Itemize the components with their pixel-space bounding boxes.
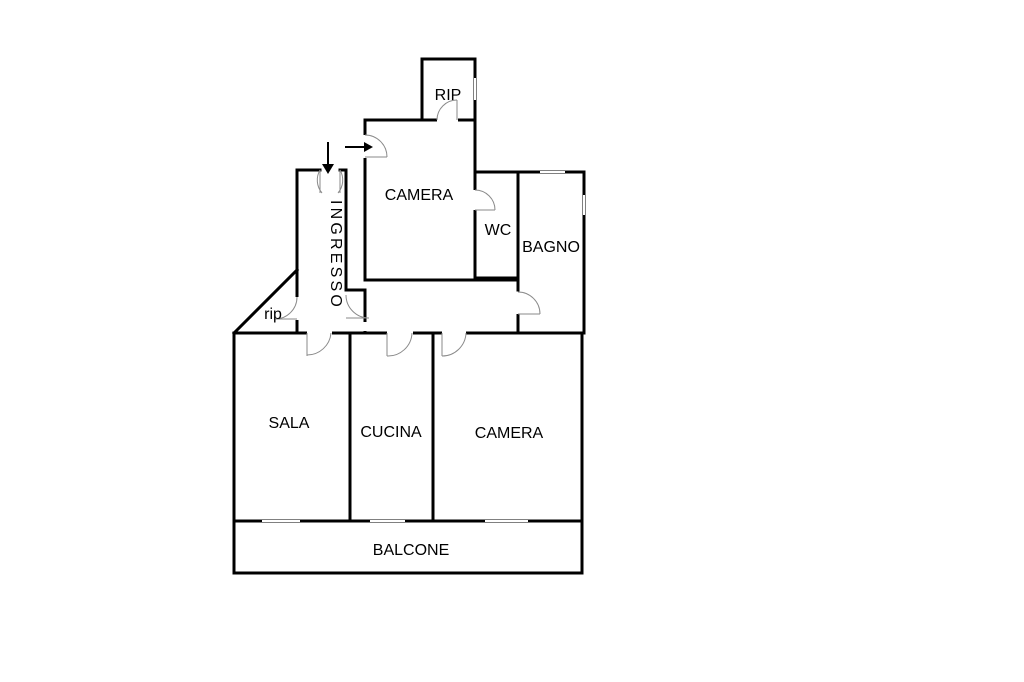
- label-ingresso: INGRESSO: [327, 200, 344, 310]
- room-labels: RIP CAMERA WC BAGNO rip SALA CUCINA CAME…: [264, 87, 580, 559]
- label-balcone: BALCONE: [373, 542, 449, 559]
- wall-ingresso-left: [295, 168, 322, 335]
- entry-arrows: [322, 142, 373, 174]
- door-cucina-icon: [386, 332, 413, 357]
- door-ingresso-icon: [316, 169, 323, 194]
- wall-rip-diagonal: [231, 267, 300, 336]
- label-sala: SALA: [269, 415, 310, 432]
- label-camera-top: CAMERA: [385, 187, 454, 204]
- label-rip-small: rip: [264, 306, 282, 323]
- wall-ingresso-right: [338, 168, 367, 292]
- label-rip-top: RIP: [435, 87, 462, 104]
- windows: [262, 78, 585, 522]
- label-camera-bottom: CAMERA: [475, 425, 544, 442]
- label-bagno: BAGNO: [522, 239, 580, 256]
- door-wc-icon: [474, 189, 496, 211]
- label-ingresso-text: INGRESSO: [327, 200, 344, 310]
- wall-bottom-block: [232, 331, 584, 575]
- door-sala-icon: [306, 332, 332, 356]
- door-camera-bottom-icon: [441, 332, 467, 357]
- label-cucina: CUCINA: [360, 424, 422, 441]
- wall-wc: [473, 170, 520, 280]
- label-wc: WC: [485, 222, 512, 239]
- door-bagno-icon: [517, 291, 541, 315]
- door-camera-top-icon: [364, 134, 388, 158]
- door-swings: [274, 99, 541, 357]
- door-rip-icon: [436, 99, 458, 121]
